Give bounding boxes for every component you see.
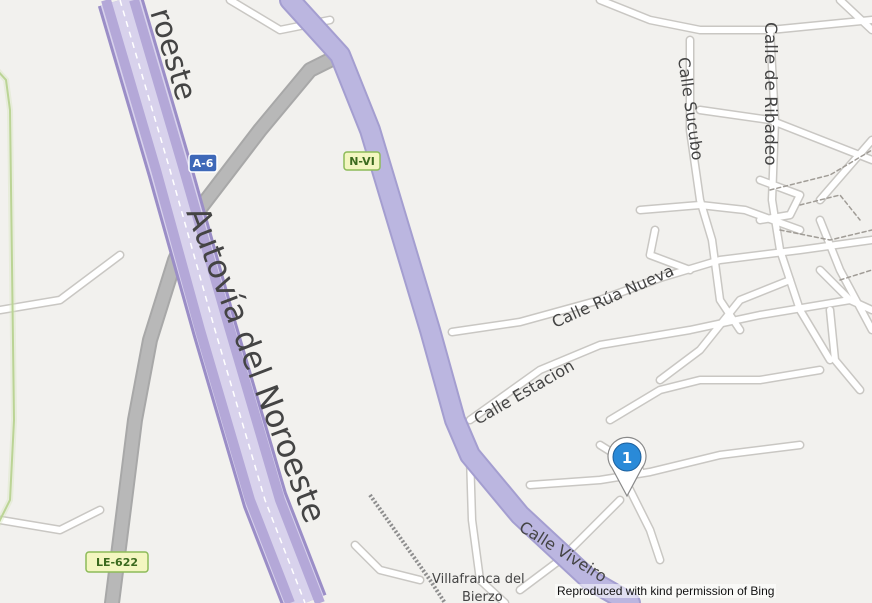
highway-a-6 (97, 0, 327, 603)
marker-number: 1 (622, 449, 632, 467)
side-panel-border (0, 71, 16, 523)
label-villafranca: Villafranca del (432, 572, 525, 587)
shield-le-622-text: LE-622 (96, 556, 138, 569)
map-attribution: Reproduced with kind permission of Bing (555, 584, 777, 598)
location-pin-marker[interactable]: 1 (607, 436, 647, 498)
shield-le-622: LE-622 (85, 551, 149, 573)
label-calle-ribadeo: Calle de Ribadeo (760, 22, 780, 166)
side-panel-glow (0, 68, 18, 527)
shield-n-vi-text: N-VI (349, 155, 375, 168)
label-bierzo: Bierzo (462, 590, 503, 603)
shield-n-vi: N-VI (343, 151, 381, 171)
railway-line (368, 493, 447, 603)
road-n-vi (279, 0, 641, 603)
shield-a-6-text: A-6 (193, 157, 214, 170)
shield-a-6: A-6 (188, 153, 218, 173)
